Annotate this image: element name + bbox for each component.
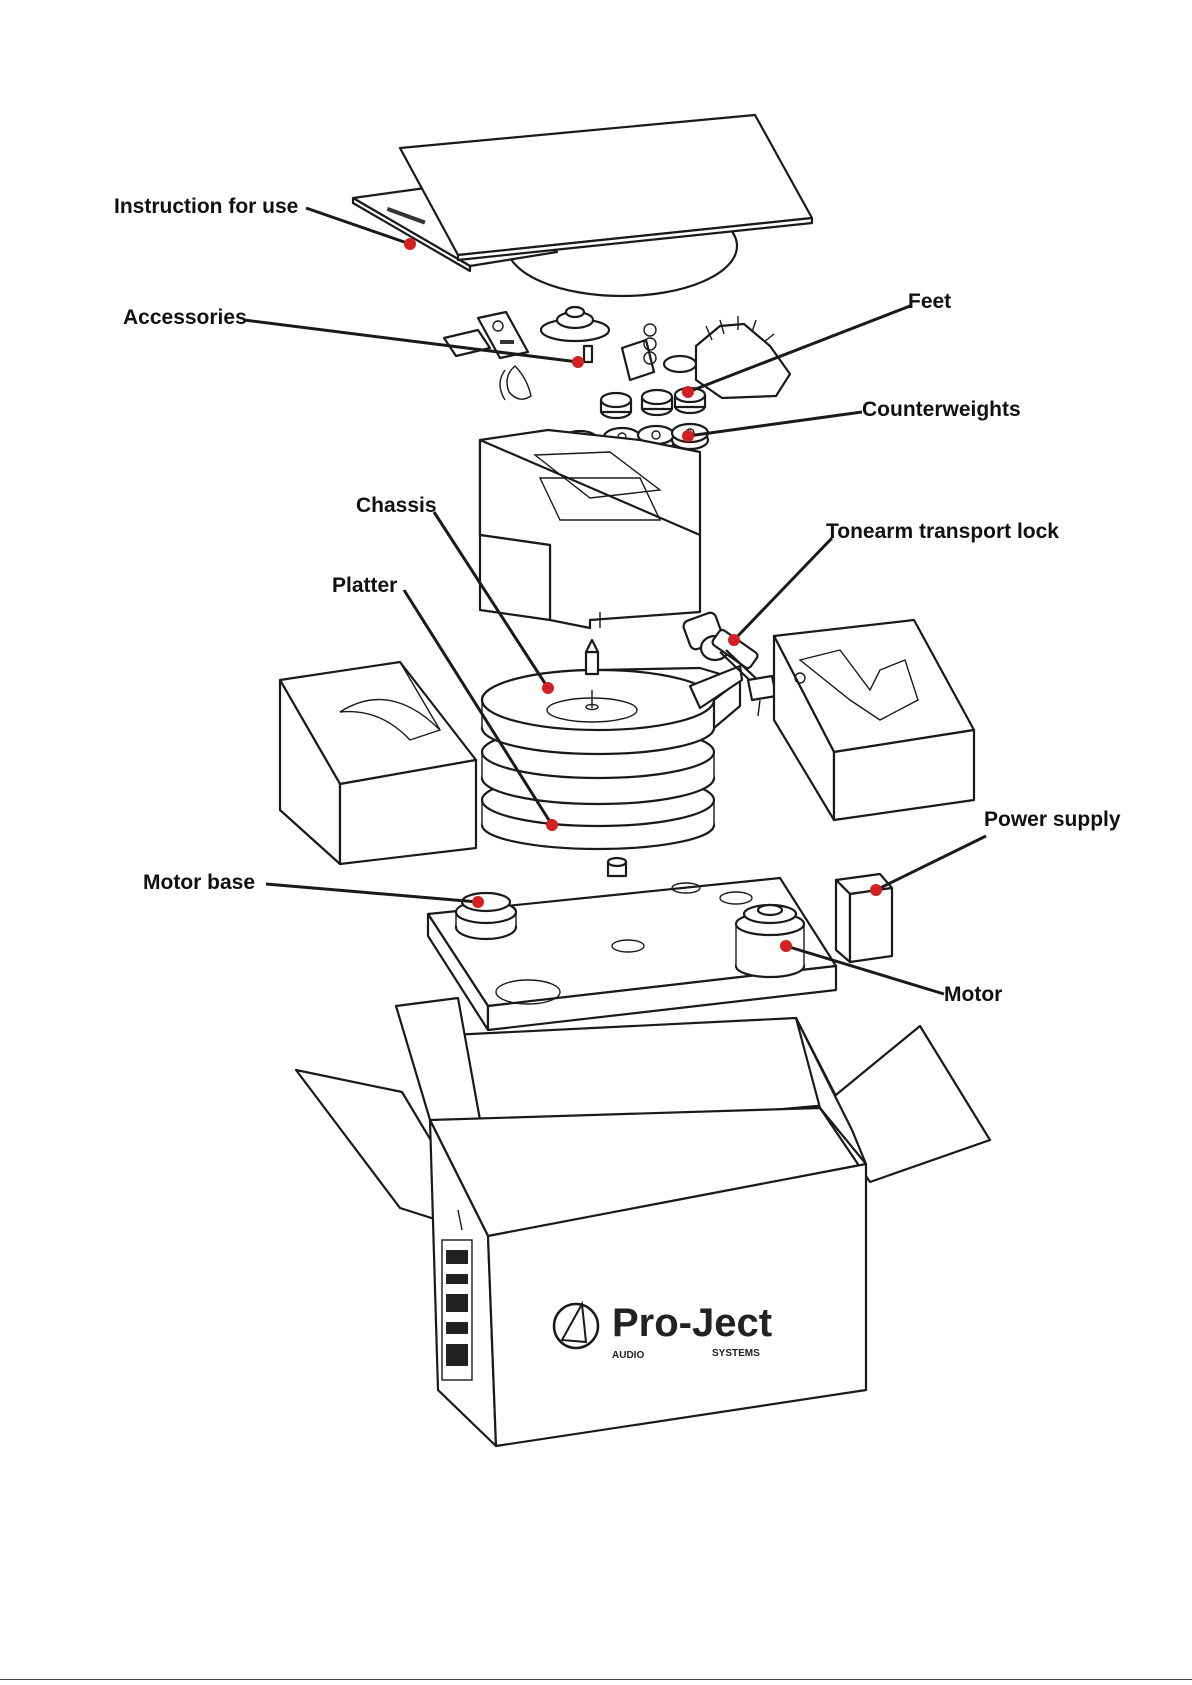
marker-tonearm-lock bbox=[728, 634, 740, 646]
marker-feet bbox=[682, 386, 694, 398]
label-power-supply: Power supply bbox=[984, 808, 1121, 831]
brand-logo-text: Pro-Ject bbox=[612, 1301, 772, 1345]
instruction-booklet-illustration bbox=[353, 115, 812, 296]
right-foam-insert bbox=[774, 620, 974, 820]
brand-logo-sub-left: AUDIO bbox=[612, 1350, 644, 1361]
marker-motor-base bbox=[472, 896, 484, 908]
chassis-and-platter-illustration bbox=[482, 640, 742, 849]
label-feet: Feet bbox=[908, 290, 951, 313]
left-foam-insert bbox=[280, 662, 476, 864]
label-accessories: Accessories bbox=[123, 306, 247, 329]
marker-counterweights bbox=[682, 430, 694, 442]
marker-motor bbox=[780, 940, 792, 952]
label-counterweights: Counterweights bbox=[862, 398, 1021, 421]
pulley-illustration bbox=[608, 858, 626, 876]
footer-rule bbox=[0, 1679, 1192, 1680]
brand-logo-sub-right: SYSTEMS bbox=[712, 1348, 760, 1359]
label-motor: Motor bbox=[944, 983, 1002, 1006]
marker-platter bbox=[546, 819, 558, 831]
marker-power-supply bbox=[870, 884, 882, 896]
label-platter: Platter bbox=[332, 574, 397, 597]
motor-illustration bbox=[736, 905, 804, 977]
marker-instruction bbox=[404, 238, 416, 250]
marker-chassis bbox=[542, 682, 554, 694]
label-tonearm-lock: Tonearm transport lock bbox=[826, 520, 1059, 543]
label-chassis: Chassis bbox=[356, 494, 437, 517]
accessories-illustration bbox=[444, 307, 790, 400]
marker-accessories bbox=[572, 356, 584, 368]
top-foam-insert bbox=[480, 430, 700, 628]
label-motor-base: Motor base bbox=[143, 871, 255, 894]
label-instruction: Instruction for use bbox=[114, 195, 298, 218]
